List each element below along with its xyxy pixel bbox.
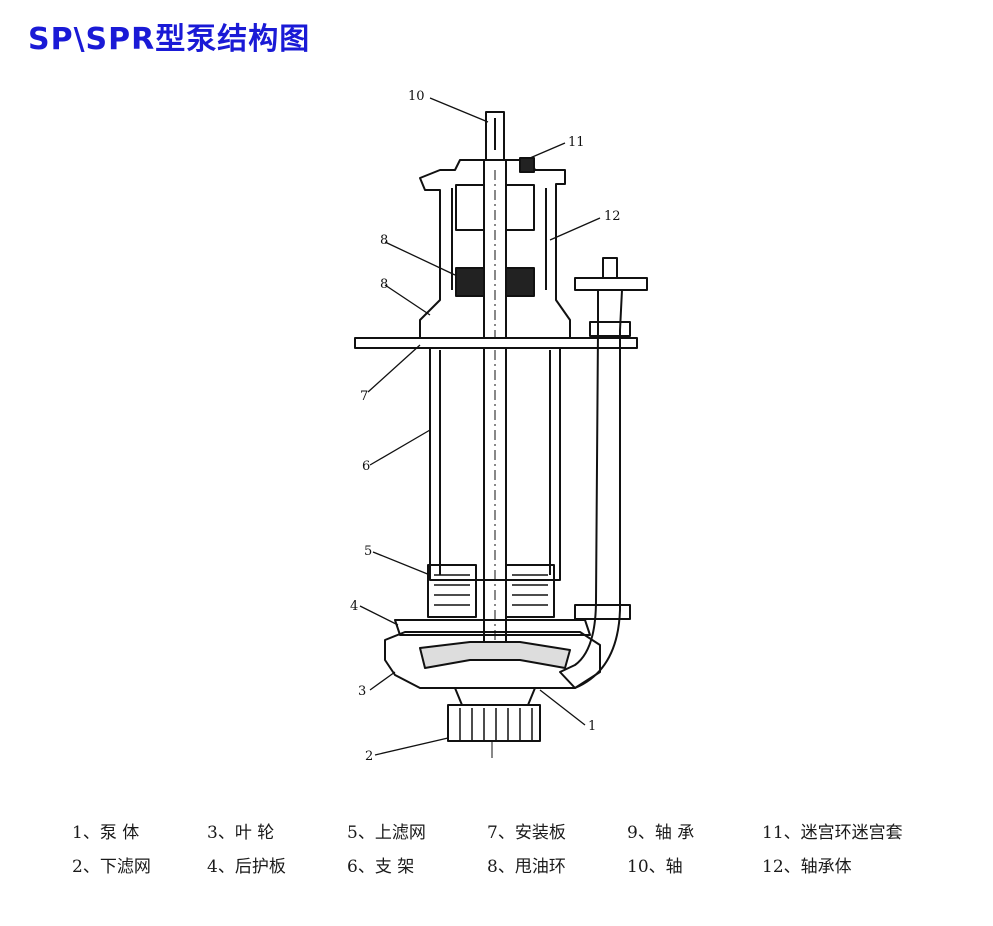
callout-1: 1 <box>588 719 596 734</box>
callout-3: 3 <box>358 684 366 699</box>
lower-strainer <box>447 704 541 742</box>
legend-item: 7、安装板 <box>487 823 566 843</box>
discharge-pipe <box>559 289 623 689</box>
callout-4: 4 <box>350 599 358 614</box>
impeller <box>419 641 571 669</box>
strainer-slots <box>434 574 548 606</box>
callout-8a: 8 <box>380 233 388 248</box>
legend-item: 2、下滤网 <box>72 857 151 877</box>
upper-bearing-right <box>505 184 535 231</box>
callout-10: 10 <box>408 89 425 104</box>
legend-item: 1、泵 体 <box>72 823 140 843</box>
lower-bearing <box>455 267 485 297</box>
pipe-bracket <box>574 604 631 620</box>
suction-cone <box>454 687 536 706</box>
legend-item: 5、上滤网 <box>347 823 426 843</box>
upper-strainer-right <box>505 564 555 618</box>
callout-11: 11 <box>568 135 585 150</box>
callout-5: 5 <box>364 544 372 559</box>
callout-6: 6 <box>362 459 370 474</box>
legend-item: 3、叶 轮 <box>207 823 275 843</box>
parts-legend: 1、泵 体 3、叶 轮 5、上滤网 7、安装板 9、轴 承 11、迷宫环迷宫套 … <box>72 818 972 888</box>
upper-bearing <box>455 184 485 231</box>
callout-7: 7 <box>360 389 368 404</box>
callout-12: 12 <box>604 209 621 224</box>
pipe-clamp <box>589 321 631 337</box>
discharge-neck <box>602 257 618 279</box>
leader-lines <box>359 97 601 756</box>
callout-labels: 10 11 12 8 8 7 6 5 4 3 2 1 <box>350 89 621 764</box>
callout-8b: 8 <box>380 277 388 292</box>
legend-item: 4、后护板 <box>207 857 286 877</box>
callout-2: 2 <box>365 749 373 764</box>
legend-item: 12、轴承体 <box>762 857 852 877</box>
bearing-housing <box>419 159 571 339</box>
legend-item: 10、轴 <box>627 857 683 877</box>
legend-item: 9、轴 承 <box>627 823 695 843</box>
upper-strainer <box>427 564 477 618</box>
pump-casing <box>384 631 601 689</box>
legend-item: 6、支 架 <box>347 857 415 877</box>
mounting-plate <box>354 337 638 349</box>
support-column <box>429 347 561 581</box>
page-title: SP\SPR型泵结构图 <box>28 22 311 57</box>
back-liner <box>394 619 591 636</box>
labyrinth-ring <box>519 157 535 173</box>
lower-strainer-bars <box>459 708 533 740</box>
lower-bearing-right <box>505 267 535 297</box>
pump-structure-diagram: 10 11 12 8 8 7 6 5 4 3 2 1 <box>350 89 648 764</box>
legend-item: 8、甩油环 <box>487 857 566 877</box>
legend-item: 11、迷宫环迷宫套 <box>762 823 903 843</box>
discharge-flange <box>574 277 648 291</box>
